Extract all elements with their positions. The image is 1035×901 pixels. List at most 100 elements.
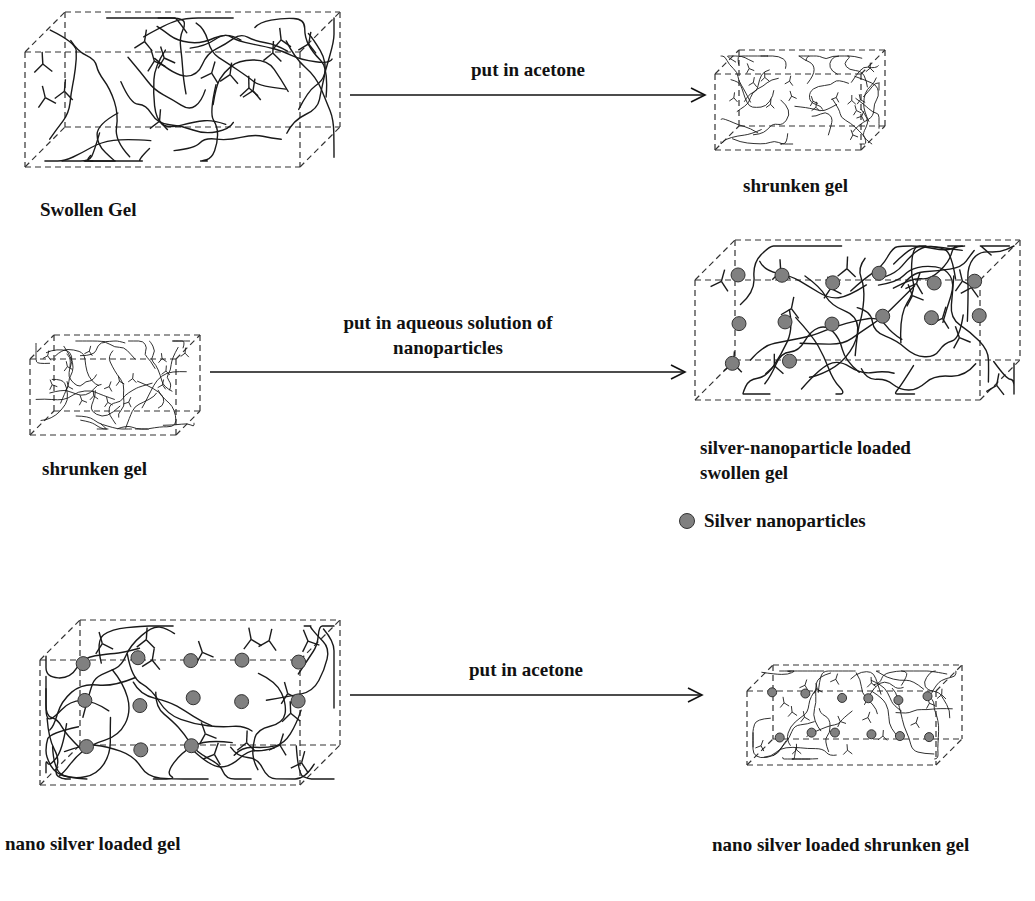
crosslink [80, 395, 82, 400]
silver-nanoparticle [291, 694, 305, 708]
crosslink [309, 32, 311, 44]
crosslink [813, 101, 818, 103]
crosslink [298, 44, 308, 50]
polymer-chain [753, 718, 770, 747]
polymer-chain [126, 393, 157, 428]
crosslink [158, 385, 163, 388]
polymer-chain [174, 135, 281, 150]
crosslink [721, 281, 728, 291]
polymer-chain [814, 673, 831, 731]
crosslink [162, 385, 165, 389]
crosslink [82, 400, 87, 402]
crosslink [214, 743, 218, 754]
gel-outline [25, 12, 65, 52]
crosslink [747, 69, 750, 74]
crosslink [711, 281, 722, 286]
silver-nanoparticle [895, 732, 904, 741]
silver-nanoparticle [864, 694, 873, 703]
gel-node: nano silver loaded gel [5, 620, 340, 857]
crosslink [302, 751, 305, 763]
gel-node: silver-nanoparticle loaded swollen gel [695, 240, 1020, 486]
gel-outline [884, 50, 885, 126]
crosslink [815, 102, 816, 107]
crosslink [836, 679, 839, 684]
gel-illustration [715, 50, 885, 150]
crosslink [747, 63, 749, 68]
polymer-chain [856, 673, 877, 714]
crosslink [154, 61, 165, 66]
polymer-chain [853, 76, 879, 132]
crosslink [52, 385, 57, 387]
crosslink [247, 743, 256, 751]
arrow-head [691, 88, 705, 102]
crosslink [281, 694, 287, 704]
crosslink [90, 396, 94, 400]
crosslink [199, 734, 205, 745]
polymer-chain [738, 56, 768, 64]
silver-nanoparticle [927, 276, 941, 290]
crosslink [148, 61, 154, 71]
gel-outline [299, 660, 300, 785]
gel-label: shrunken gel [42, 457, 147, 482]
crosslink [862, 111, 864, 116]
crosslink [836, 97, 839, 102]
crosslink [137, 640, 147, 647]
gel-label: nano silver loaded shrunken gel [712, 833, 969, 858]
crosslink [753, 83, 756, 87]
gel-outline [739, 125, 885, 126]
crosslink [230, 75, 238, 84]
crosslink [118, 376, 119, 381]
polymer-chain [53, 717, 111, 777]
crosslink [124, 402, 129, 404]
arrow-label: put in aqueous solution of nanoparticles [328, 311, 568, 360]
crosslink [203, 754, 214, 759]
polymer-chain [299, 18, 334, 109]
gel-node: shrunken gel [30, 335, 200, 482]
gel-node: shrunken gel [715, 50, 885, 199]
crosslink [50, 385, 52, 390]
polymer-chain [994, 362, 1014, 395]
crosslink [857, 100, 860, 104]
crosslink [248, 76, 250, 88]
crosslink [152, 648, 154, 660]
crosslink [871, 683, 876, 687]
crosslink [862, 116, 864, 121]
crosslink [836, 674, 838, 680]
crosslink [790, 81, 793, 85]
gel-outline [29, 359, 30, 435]
gel-outline [24, 52, 25, 167]
polymer-chain [71, 41, 130, 157]
crosslink [805, 680, 807, 686]
crosslink [882, 730, 883, 736]
crosslink [161, 353, 163, 358]
crosslink [796, 744, 797, 750]
crosslink [870, 63, 871, 68]
crosslink [791, 297, 793, 309]
crosslink [813, 689, 817, 694]
polymer-chain [728, 56, 754, 62]
polymer-chain [753, 100, 788, 135]
gel-label: silver-nanoparticle loaded swollen gel [700, 436, 962, 485]
crosslink [801, 717, 805, 722]
polymer-chain [266, 626, 327, 700]
crosslink [259, 641, 270, 647]
polymer-chain [721, 56, 751, 102]
crosslink [84, 351, 89, 353]
polymer-chain [783, 758, 818, 759]
crosslink [263, 53, 272, 61]
crosslink [810, 101, 813, 106]
gel-outline [40, 784, 300, 785]
arrow-label: put in acetone [469, 658, 583, 683]
polymer-chain [296, 746, 334, 779]
crosslink [831, 97, 836, 99]
silver-nanoparticle [134, 743, 148, 757]
polymer-chain [167, 347, 178, 390]
polymer-chain [80, 342, 135, 359]
polymer-chain [156, 692, 251, 779]
polymer-chain [932, 671, 957, 693]
crosslink [850, 135, 853, 140]
crosslink [859, 94, 860, 99]
crosslink [836, 92, 838, 97]
gel-outline [65, 126, 340, 127]
crosslink [803, 711, 804, 717]
